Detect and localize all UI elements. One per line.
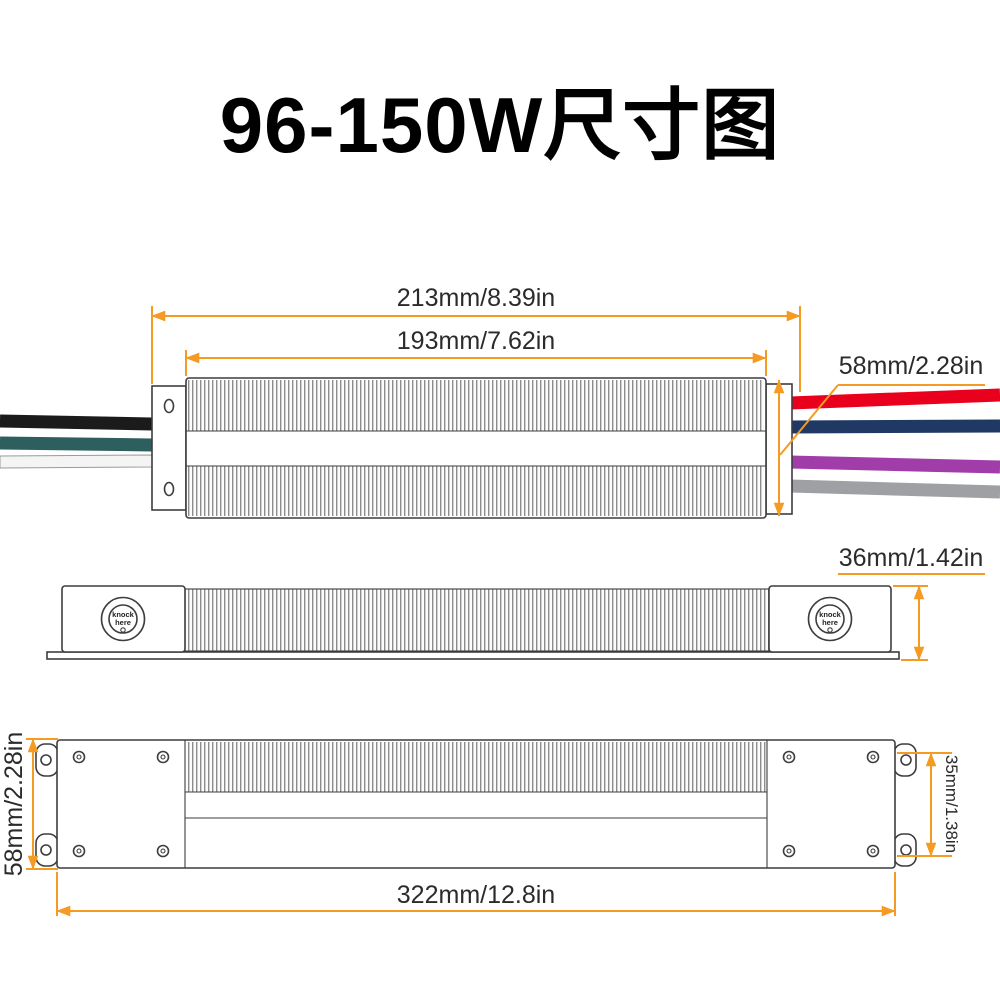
screw-hole-center bbox=[160, 848, 166, 854]
screw-hole bbox=[866, 844, 880, 858]
heatsink-fins-top-band bbox=[188, 380, 764, 431]
dim-label-193: 193mm/7.62in bbox=[397, 327, 555, 355]
ear-hole bbox=[40, 754, 52, 766]
knockout-inner-ring bbox=[815, 604, 845, 634]
screw-holes-right-plate bbox=[782, 750, 880, 858]
wire-red bbox=[789, 388, 1000, 410]
screw-hole-center bbox=[786, 754, 792, 760]
dim-label-36: 36mm/1.42in bbox=[839, 544, 984, 572]
bottom-view-dimension-lines bbox=[26, 738, 952, 917]
wire-black bbox=[0, 414, 153, 431]
knock-here-label: knock bbox=[112, 610, 135, 619]
ear-hole bbox=[40, 844, 52, 856]
dim-label-58-left: 58mm/2.28in bbox=[0, 732, 28, 877]
knock-here-label: here bbox=[115, 618, 131, 627]
device-body-outline bbox=[185, 377, 767, 519]
side-view: knock here knock here 36mm/1.42in bbox=[46, 544, 985, 661]
screw-hole bbox=[782, 844, 796, 858]
heatsink-fins-side bbox=[184, 588, 770, 652]
screw-hole bbox=[72, 844, 86, 858]
knockout-inner-ring bbox=[108, 604, 138, 634]
heatsink-fins-bottom-view bbox=[185, 742, 767, 792]
bottom-body-outline bbox=[56, 739, 896, 869]
ear-hole bbox=[900, 844, 912, 856]
screw-hole-center bbox=[786, 848, 792, 854]
screw-hole-center bbox=[160, 754, 166, 760]
knock-here-label: here bbox=[822, 618, 838, 627]
dim-label-58: 58mm/2.28in bbox=[839, 352, 984, 380]
screw-hole bbox=[866, 750, 880, 764]
screw-hole bbox=[782, 750, 796, 764]
bottom-view-dimension-labels: 58mm/2.28in 35mm/1.38in 322mm/12.8in bbox=[0, 732, 961, 909]
screw-hole bbox=[156, 844, 170, 858]
side-view-dimension-lines bbox=[838, 573, 985, 661]
wire-teal bbox=[0, 436, 153, 452]
heatsink-fins-bottom-band bbox=[188, 466, 764, 516]
top-view: 213mm/8.39in 193mm/7.62in 58mm/2.28in bbox=[0, 284, 1000, 519]
ear-hole bbox=[900, 754, 912, 766]
top-view-dimension-lines bbox=[151, 306, 985, 517]
knock-here-label: knock bbox=[819, 610, 842, 619]
screw-hole bbox=[156, 750, 170, 764]
leader-line bbox=[779, 384, 839, 456]
dim-label-35-right: 35mm/1.38in bbox=[942, 755, 961, 853]
screw-hole bbox=[72, 750, 86, 764]
top-view-dimension-labels: 213mm/8.39in 193mm/7.62in 58mm/2.28in bbox=[397, 284, 983, 380]
top-view-wires-right bbox=[789, 388, 1000, 499]
screw-hole-center bbox=[76, 848, 82, 854]
top-view-device bbox=[151, 377, 793, 519]
bracket-slot-top bbox=[163, 398, 175, 414]
screw-holes-left-plate bbox=[72, 750, 170, 858]
side-view-dimension-labels: 36mm/1.42in bbox=[839, 544, 984, 572]
dim-label-213: 213mm/8.39in bbox=[397, 284, 555, 312]
knockout-left: knock here bbox=[100, 596, 146, 642]
bottom-view: 58mm/2.28in 35mm/1.38in 322mm/12.8in bbox=[0, 732, 961, 917]
screw-hole-center bbox=[870, 848, 876, 854]
page-title: 96-150W尺寸图 bbox=[220, 81, 781, 169]
wire-gray bbox=[789, 479, 1000, 499]
wire-purple bbox=[789, 455, 1000, 474]
top-view-wires-left bbox=[0, 414, 153, 469]
screw-hole-center bbox=[76, 754, 82, 760]
wire-navy bbox=[789, 419, 1000, 434]
screw-hole-center bbox=[870, 754, 876, 760]
knockout-pilot-hole bbox=[120, 627, 126, 633]
knockout-right: knock here bbox=[807, 596, 853, 642]
knockout-pilot-hole bbox=[827, 627, 833, 633]
dim-label-322: 322mm/12.8in bbox=[397, 881, 555, 909]
mounting-base-plate bbox=[46, 651, 900, 660]
bracket-slot-bottom bbox=[163, 481, 175, 497]
wire-white bbox=[0, 454, 153, 469]
